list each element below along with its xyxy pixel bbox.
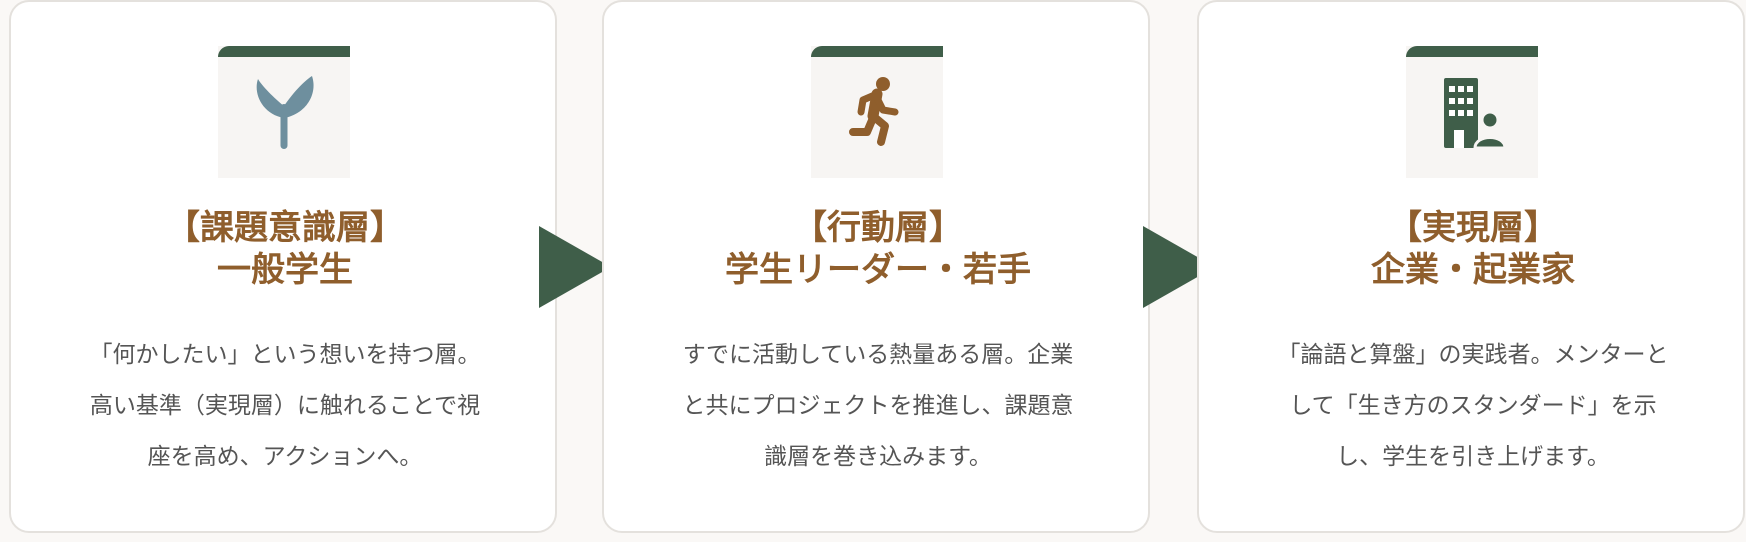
card-realization-layer: 【実現層】 企業・起業家 「論語と算盤」の実践者。メンターと して「生き方のスタ… <box>1197 0 1745 533</box>
arrow-right-icon <box>1143 226 1215 308</box>
desc-line: 「何かしたい」という想いを持つ層。 <box>89 342 481 368</box>
card-title: 【行動層】 学生リーダー・若手 <box>604 207 1152 291</box>
icon-tile-topbar <box>1406 46 1538 57</box>
card-title: 【実現層】 企業・起業家 <box>1199 207 1746 291</box>
desc-line: して「生き方のスタンダード」を示 <box>1289 393 1657 419</box>
card-description: 「何かしたい」という想いを持つ層。 高い基準（実現層）に触れることで視 座を高め… <box>11 330 559 483</box>
card-title-layer: 【実現層】 <box>1388 208 1558 248</box>
running-person-icon <box>849 77 899 146</box>
desc-line: 識層を巻き込みます。 <box>764 444 992 470</box>
card-description: 「論語と算盤」の実践者。メンターと して「生き方のスタンダード」を示 し、学生を… <box>1199 330 1746 483</box>
icon-tile-topbar <box>811 46 943 57</box>
card-description: すでに活動している熱量ある層。企業 と共にプロジェクトを推進し、課題意 識層を巻… <box>604 330 1152 483</box>
sprout-icon <box>256 76 314 149</box>
desc-line: 高い基準（実現層）に触れることで視 <box>89 393 481 419</box>
card-title-layer: 【行動層】 <box>793 208 963 248</box>
building-person-icon <box>1444 78 1507 150</box>
card-title-layer: 【課題意識層】 <box>166 208 404 248</box>
card-title-audience: 企業・起業家 <box>1371 250 1575 290</box>
desc-line: すでに活動している熱量ある層。企業 <box>682 342 1074 368</box>
desc-line: 「論語と算盤」の実践者。メンターと <box>1277 342 1669 368</box>
card-title-audience: 一般学生 <box>217 250 353 290</box>
icon-tile <box>218 46 350 178</box>
card-awareness-layer: 【課題意識層】 一般学生 「何かしたい」という想いを持つ層。 高い基準（実現層）… <box>9 0 557 533</box>
desc-line: 座を高め、アクションへ。 <box>147 444 423 470</box>
card-title-audience: 学生リーダー・若手 <box>725 250 1031 290</box>
card-title: 【課題意識層】 一般学生 <box>11 207 559 291</box>
card-action-layer: 【行動層】 学生リーダー・若手 すでに活動している熱量ある層。企業 と共にプロジ… <box>602 0 1150 533</box>
arrow-right-icon <box>539 226 611 308</box>
icon-tile-topbar <box>218 46 350 57</box>
icon-tile <box>1406 46 1538 178</box>
icon-tile <box>811 46 943 178</box>
desc-line: し、学生を引き上げます。 <box>1336 444 1610 470</box>
desc-line: と共にプロジェクトを推進し、課題意 <box>682 393 1074 419</box>
